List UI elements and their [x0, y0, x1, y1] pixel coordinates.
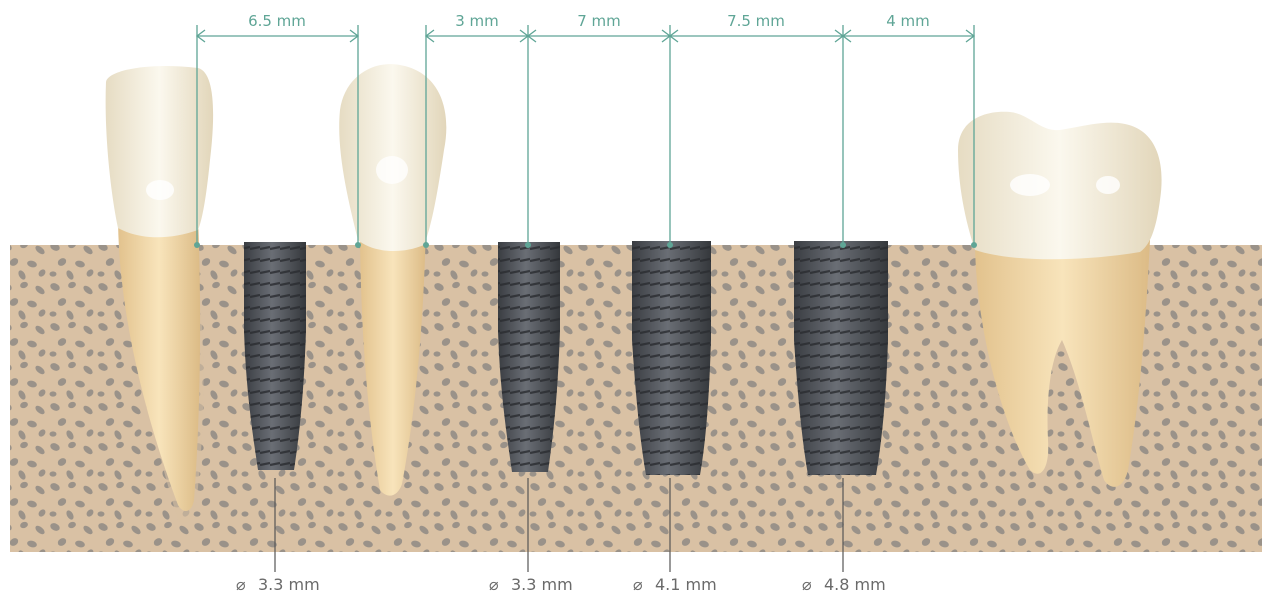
- measurement-lines: [197, 25, 974, 245]
- svg-text:3.3 mm: 3.3 mm: [511, 575, 573, 594]
- spacing-labels: 6.5 mm 3 mm 7 mm 7.5 mm 4 mm: [248, 12, 930, 30]
- diameter-symbol: ⌀: [802, 575, 812, 594]
- implant-4: [794, 241, 888, 475]
- spacing-label-3: 7 mm: [577, 12, 621, 30]
- diameter-symbol: ⌀: [236, 575, 246, 594]
- svg-text:4.1 mm: 4.1 mm: [655, 575, 717, 594]
- svg-text:3.3 mm: 3.3 mm: [258, 575, 320, 594]
- diameter-label-2: ⌀ 3.3 mm: [489, 575, 573, 594]
- diameter-labels: ⌀ 3.3 mm ⌀ 3.3 mm ⌀ 4.1 mm ⌀ 4.8 mm: [236, 575, 886, 594]
- diameter-symbol: ⌀: [489, 575, 499, 594]
- spacing-label-4: 7.5 mm: [727, 12, 785, 30]
- diameter-symbol: ⌀: [633, 575, 643, 594]
- implant-1: [244, 242, 306, 470]
- spacing-label-1: 6.5 mm: [248, 12, 306, 30]
- implant-2: [498, 242, 560, 472]
- diameter-label-3: ⌀ 4.1 mm: [633, 575, 717, 594]
- diameter-label-1: ⌀ 3.3 mm: [236, 575, 320, 594]
- spacing-label-2: 3 mm: [455, 12, 499, 30]
- diameter-label-4: ⌀ 4.8 mm: [802, 575, 886, 594]
- svg-text:4.8 mm: 4.8 mm: [824, 575, 886, 594]
- implant-3: [632, 241, 711, 475]
- spacing-label-5: 4 mm: [886, 12, 930, 30]
